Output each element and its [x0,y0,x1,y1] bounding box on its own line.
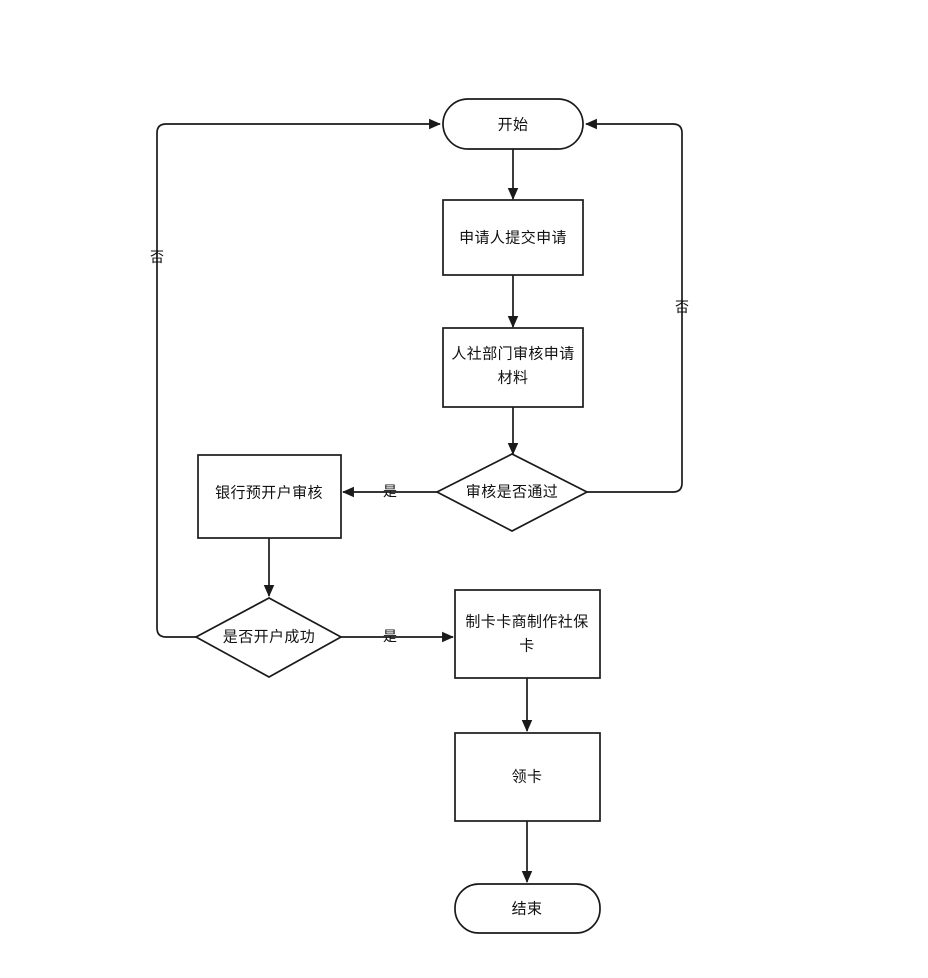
edge-label-decision1-no: 否 [675,300,689,316]
node-bank-preopen-review-label: 银行预开户审核 [215,484,323,502]
node-start[interactable]: 开始 [442,98,584,150]
node-collect-card-label: 领卡 [512,768,543,786]
edge-label-decision1-yes: 是 [383,484,397,500]
edge-decision2-to-start-no [156,118,441,638]
node-submit-application[interactable]: 申请人提交申请 [442,199,584,276]
node-collect-card[interactable]: 领卡 [454,732,601,822]
node-make-card-label-line2: 卡 [519,637,534,655]
edge-label-decision2-no: 否 [150,250,164,266]
node-collect-card-shape [454,732,601,822]
node-decision-account-opened[interactable]: 是否开户成功 [194,597,343,678]
node-department-review-shape [442,327,584,408]
node-decision-review-passed-label: 审核是否通过 [466,483,558,501]
node-make-card-shape [454,589,601,679]
edge-decision1-to-start-no [585,118,683,493]
node-decision-account-opened-shape [194,597,343,678]
node-decision-review-passed[interactable]: 审核是否通过 [435,453,589,532]
node-department-review-label-line1: 人社部门审核申请 [451,345,574,363]
node-submit-application-label: 申请人提交申请 [459,229,567,247]
node-decision-account-opened-label: 是否开户成功 [223,628,315,646]
node-bank-preopen-review-shape [197,454,342,539]
node-make-card[interactable]: 制卡卡商制作社保 卡 [454,589,601,679]
node-submit-application-shape [442,199,584,276]
edge-label-decision2-yes: 是 [383,629,397,645]
node-make-card-label-line1: 制卡卡商制作社保 [465,613,588,631]
node-department-review-label-line2: 材料 [498,369,529,387]
node-end[interactable]: 结束 [454,883,601,934]
node-start-label: 开始 [498,116,529,134]
node-end-shape [454,883,601,934]
node-bank-preopen-review[interactable]: 银行预开户审核 [197,454,342,539]
node-decision-review-passed-shape [435,453,589,532]
node-start-shape [442,98,584,150]
node-department-review[interactable]: 人社部门审核申请 材料 [442,327,584,408]
node-end-label: 结束 [512,900,543,918]
